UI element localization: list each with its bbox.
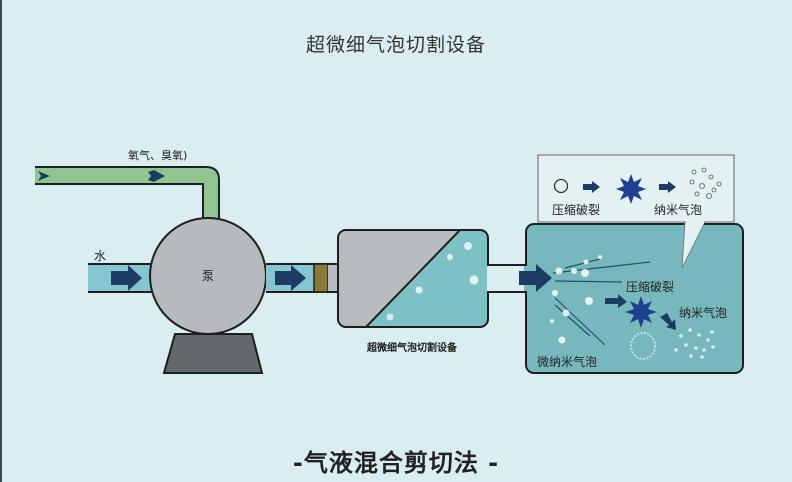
gas-inlet-label: 氧气、臭氧) [128, 148, 187, 162]
pump-outlet-pipe [266, 263, 340, 293]
inset-arrow-icon [583, 181, 600, 193]
water-flow-arrow-icon [275, 265, 306, 291]
tank-inflow-arrow-icon [519, 264, 552, 292]
left-edge-border [0, 0, 2, 482]
valve [313, 263, 329, 293]
tank-compress-label: 压缩破裂 [626, 279, 674, 294]
tank-micro-nano-label: 微纳米气泡 [537, 354, 597, 369]
burst-icon [616, 174, 646, 204]
diagram-title: 超微细气泡切割设备 [305, 34, 486, 56]
bubble-cutting-device [337, 229, 489, 328]
inset-nano-label: 纳米气泡 [654, 202, 702, 217]
water-inlet-label: 水 [94, 249, 106, 263]
burst-icon [625, 296, 657, 328]
tank-arrow-icon [605, 294, 627, 308]
tank-nano-label: 纳米气泡 [679, 305, 727, 320]
gas-pipe [35, 166, 220, 228]
bubble-icon [553, 178, 569, 194]
inset-arrow-icon [659, 181, 676, 193]
water-tank [519, 223, 744, 374]
water-inlet-pipe [88, 263, 158, 293]
pump-label: 泵 [202, 269, 214, 283]
gas-flow-arrow-icon [148, 170, 165, 182]
method-caption: -气液混合剪切法 - [292, 449, 500, 477]
inset-callout [537, 154, 735, 269]
tank-arrow-icon [660, 313, 676, 330]
pump-base [162, 333, 264, 374]
water-flow-arrow-icon [111, 265, 142, 291]
gas-flow-arrow-icon [38, 171, 50, 181]
inset-compress-label: 压缩破裂 [552, 202, 600, 217]
device-label: 超微细气泡切割设备 [366, 341, 458, 354]
